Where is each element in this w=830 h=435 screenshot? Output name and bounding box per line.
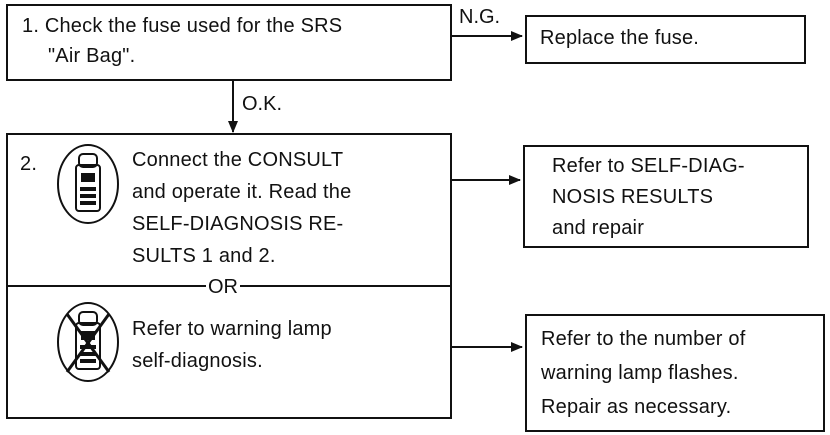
consult-line-4: SULTS 1 and 2.	[132, 245, 276, 267]
result-consult-line-2: NOSIS RESULTS	[552, 186, 714, 208]
step2-number: 2.	[20, 153, 38, 175]
step1-line1: 1. Check the fuse used for the SRS	[22, 15, 343, 37]
result-consult-line-1: Refer to SELF-DIAG-	[552, 155, 745, 177]
consult-tester-icon	[55, 142, 121, 226]
warning-lamp-result-box	[525, 314, 825, 432]
result-warning-line-1: Refer to the number of	[541, 328, 746, 350]
consult-line-3: SELF-DIAGNOSIS RE-	[132, 213, 344, 235]
consult-line-1: Connect the CONSULT	[132, 149, 344, 171]
replace-fuse-box	[525, 15, 806, 64]
self-diagnosis-result-box	[523, 145, 809, 248]
warning-line-2: self-diagnosis.	[132, 350, 263, 372]
ng-label: N.G.	[459, 6, 501, 28]
no-consult-tester-icon	[55, 300, 121, 384]
step1-box	[6, 4, 452, 81]
consult-line-2: and operate it. Read the	[132, 181, 352, 203]
or-label: OR	[206, 276, 240, 298]
result-consult-line-3: and repair	[552, 217, 645, 239]
step1-line2: "Air Bag".	[48, 45, 136, 67]
replace-fuse-text: Replace the fuse.	[540, 27, 700, 49]
result-warning-line-3: Repair as necessary.	[541, 396, 732, 418]
ok-label: O.K.	[242, 93, 283, 115]
warning-line-1: Refer to warning lamp	[132, 318, 332, 340]
result-warning-line-2: warning lamp flashes.	[541, 362, 739, 384]
